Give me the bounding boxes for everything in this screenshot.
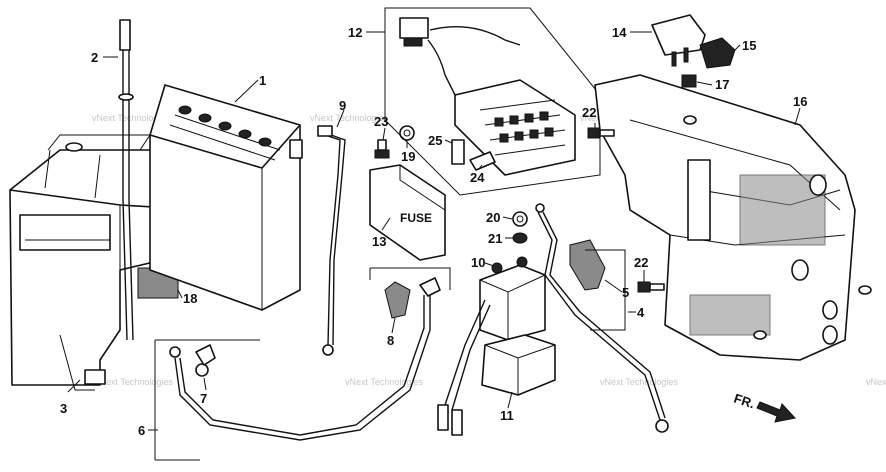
- callout-18: 18: [183, 291, 197, 306]
- leader-lines: [67, 31, 801, 431]
- callout-4: 4: [637, 305, 645, 320]
- callout-20: 20: [486, 210, 500, 225]
- relay: [651, 14, 706, 67]
- watermark: vNext Technologies: [600, 377, 678, 387]
- watermark: vNext Technologies: [310, 113, 388, 123]
- nut-20: [512, 211, 528, 227]
- callout-5: 5: [622, 285, 629, 300]
- callout-25: 25: [428, 133, 442, 148]
- callout-22-top: 22: [582, 105, 596, 120]
- terminal-cover-5: [569, 239, 606, 291]
- battery-holder: [594, 74, 872, 361]
- callout-13: 13: [372, 234, 386, 249]
- positive-cable: [169, 277, 441, 441]
- fuse-24: [469, 151, 496, 171]
- watermark: vNext Technologies: [866, 377, 886, 387]
- battery: [149, 84, 303, 311]
- callout-8: 8: [387, 333, 394, 348]
- nut-7: [195, 344, 216, 377]
- starter-relay: [437, 256, 556, 436]
- callout-17: 17: [715, 77, 729, 92]
- bolt-22-top: [587, 127, 615, 139]
- callout-6: 6: [138, 423, 145, 438]
- relay-rubber: [699, 37, 736, 69]
- callouts: 1 2 3 4 5 6 7 8 9 10 11 12 13 14 15 16 1…: [60, 25, 807, 438]
- cap-17: [681, 74, 697, 88]
- fuse-label: FUSE: [400, 211, 432, 225]
- nut-19: [399, 125, 415, 141]
- callout-11: 11: [500, 408, 514, 423]
- front-arrow-icon: [756, 401, 796, 423]
- watermark: vNext Technologies: [345, 377, 423, 387]
- callout-24: 24: [470, 170, 485, 185]
- callout-23: 23: [374, 114, 388, 129]
- starter-cable: [535, 203, 669, 433]
- watermark: vNext Technologies: [92, 113, 170, 123]
- bolt-23: [374, 139, 390, 159]
- fuse-25: [451, 139, 465, 165]
- callout-19: 19: [401, 149, 415, 164]
- callout-12: 12: [348, 25, 362, 40]
- callout-22-bottom: 22: [634, 255, 648, 270]
- callout-14: 14: [612, 25, 627, 40]
- callout-7: 7: [200, 391, 207, 406]
- negative-cable: [317, 125, 346, 356]
- front-arrow: FR.: [732, 391, 796, 423]
- watermark: vNext Technologies: [95, 377, 173, 387]
- callout-3: 3: [60, 401, 67, 416]
- terminal-boot-8: [384, 281, 411, 319]
- callout-15: 15: [742, 38, 756, 53]
- callout-9: 9: [339, 98, 346, 113]
- breather-tube: [118, 19, 134, 341]
- washer-21: [512, 232, 528, 244]
- front-arrow-label: FR.: [732, 391, 757, 412]
- callout-21: 21: [488, 231, 502, 246]
- callout-2: 2: [91, 50, 98, 65]
- callout-10: 10: [471, 255, 485, 270]
- fuse-cover: FUSE: [369, 164, 446, 261]
- callout-16: 16: [793, 94, 807, 109]
- group-lines: [59, 249, 626, 461]
- fuse-box-group: [384, 7, 601, 196]
- fuse-slots: [494, 111, 554, 143]
- callout-1: 1: [259, 73, 266, 88]
- bolt-22-bottom: [637, 281, 665, 293]
